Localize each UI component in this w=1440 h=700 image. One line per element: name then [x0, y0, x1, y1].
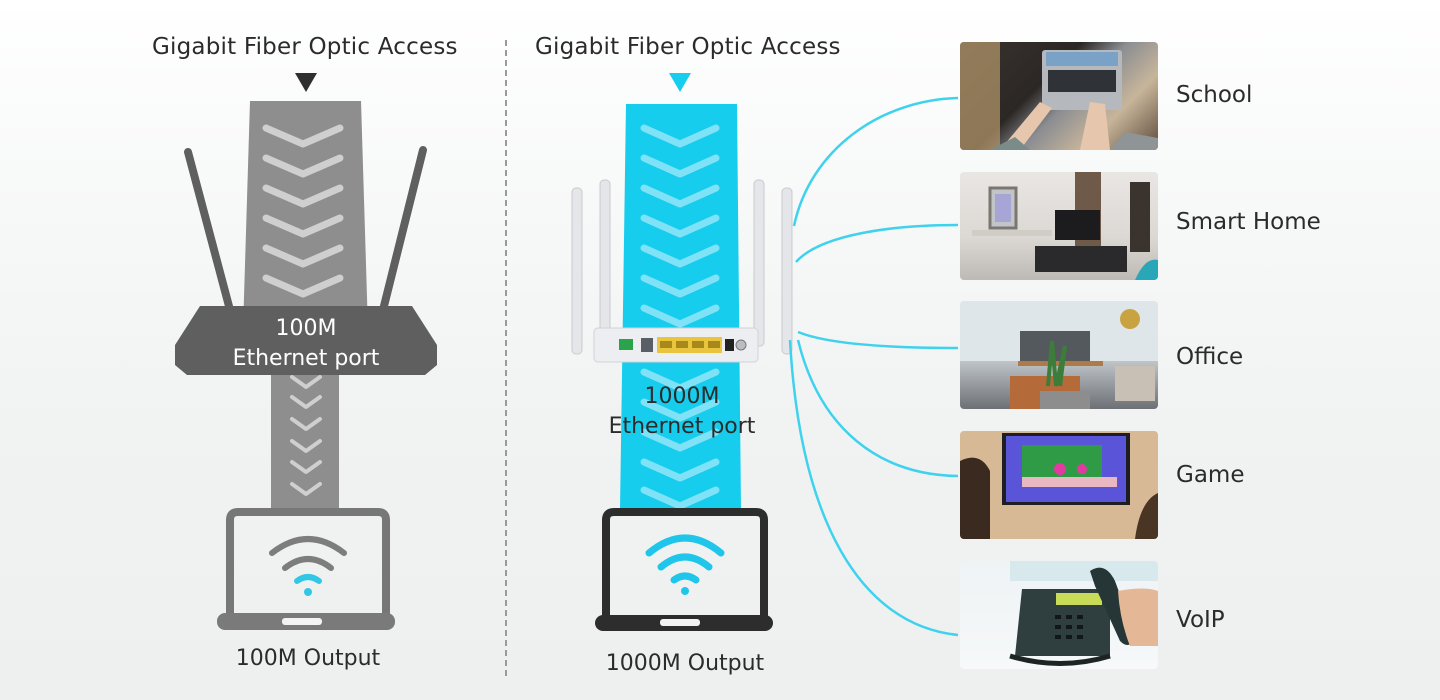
- antenna: [781, 187, 793, 355]
- chevron-icon: [262, 184, 344, 208]
- chevron-icon: [262, 214, 344, 238]
- use-case-label-voip: VoIP: [1176, 607, 1225, 633]
- laptop-typing-photo-icon: [960, 42, 1158, 150]
- tv-game-photo-icon: [960, 433, 1158, 539]
- antenna-right: [379, 146, 427, 314]
- chevron-icon: [290, 375, 322, 389]
- connector-smart-home: [795, 223, 959, 263]
- laptop-icon: [217, 508, 395, 630]
- use-case-label-office: Office: [1176, 344, 1244, 370]
- chevron-icon: [640, 368, 720, 392]
- left-heading: Gigabit Fiber Optic Access: [152, 34, 458, 60]
- antenna: [571, 187, 583, 355]
- chevrons-lower: [290, 375, 322, 496]
- chevron-icon: [640, 154, 720, 178]
- chevron-icon: [640, 274, 720, 298]
- use-case-image-school: [960, 42, 1158, 150]
- chevron-icon: [640, 244, 720, 268]
- down-arrow-icon: [669, 73, 691, 92]
- chevron-icon: [640, 304, 720, 328]
- fiber-port: [619, 339, 633, 350]
- chevron-icon: [640, 124, 720, 148]
- connector-game: [796, 339, 959, 478]
- chevron-icon: [290, 395, 322, 409]
- chevron-icon: [290, 439, 322, 453]
- living-room-photo-icon: [972, 172, 1158, 280]
- chevron-icon: [262, 274, 344, 298]
- use-case-image-voip: [960, 561, 1158, 669]
- lan-port: [708, 341, 720, 348]
- chevron-icon: [290, 482, 322, 496]
- use-case-image-office: [960, 301, 1158, 409]
- wifi-icon: [645, 534, 725, 595]
- chevron-icon: [640, 214, 720, 238]
- left-port-label: 100M Ethernet port: [225, 314, 387, 374]
- antenna: [753, 179, 765, 347]
- chevron-icon: [262, 154, 344, 178]
- left-diagram: [175, 73, 437, 630]
- router-body: [175, 306, 437, 375]
- connector-office: [797, 330, 959, 350]
- down-arrow-icon: [295, 73, 317, 92]
- router-antennas: [571, 179, 793, 355]
- chevron-icon: [640, 184, 720, 208]
- chevron-icon: [640, 486, 720, 510]
- connector-voip: [788, 339, 959, 637]
- chevrons-upper: [262, 124, 344, 298]
- chevron-icon: [640, 458, 720, 482]
- wifi-icon: [269, 536, 347, 596]
- antenna-left: [184, 148, 234, 314]
- chevron-icon: [262, 244, 344, 268]
- laptop-icon: [595, 508, 773, 631]
- chevron-icon: [290, 417, 322, 431]
- left-output-label: 100M Output: [235, 646, 381, 671]
- lan-port: [676, 341, 688, 348]
- use-case-label-smart-home: Smart Home: [1176, 209, 1321, 235]
- right-heading: Gigabit Fiber Optic Access: [535, 34, 841, 60]
- connection-lines: [788, 96, 959, 637]
- right-diagram: [571, 73, 959, 637]
- right-output-label: 1000M Output: [605, 651, 765, 676]
- power-port: [725, 339, 734, 351]
- chevron-icon: [640, 398, 720, 422]
- use-case-label-game: Game: [1176, 462, 1245, 488]
- antenna: [599, 179, 611, 347]
- lan-port: [660, 341, 672, 348]
- chevron-icon: [290, 460, 322, 474]
- reset-button: [735, 339, 747, 351]
- right-port-name: Ethernet port: [608, 414, 756, 439]
- left-port-name: Ethernet port: [232, 346, 380, 371]
- right-port-label: 1000M Ethernet port: [600, 382, 764, 442]
- chevrons: [640, 124, 720, 510]
- connector-school: [792, 96, 959, 227]
- phone-port: [641, 338, 653, 352]
- use-case-image-smart-home: [960, 172, 1158, 280]
- use-case-image-game: [960, 431, 1158, 539]
- chevron-icon: [262, 124, 344, 148]
- desk-phone-photo-icon: [1009, 561, 1158, 666]
- use-case-label-school: School: [1176, 82, 1253, 108]
- office-space-photo-icon: [960, 301, 1158, 409]
- bandwidth-beam-lower: [271, 370, 339, 510]
- chevron-icon: [640, 428, 720, 452]
- lan-port: [692, 341, 704, 348]
- lan-ports: [657, 337, 722, 353]
- comparison-divider: [505, 40, 507, 676]
- right-port-speed: 1000M: [644, 384, 720, 409]
- left-port-speed: 100M: [275, 316, 337, 341]
